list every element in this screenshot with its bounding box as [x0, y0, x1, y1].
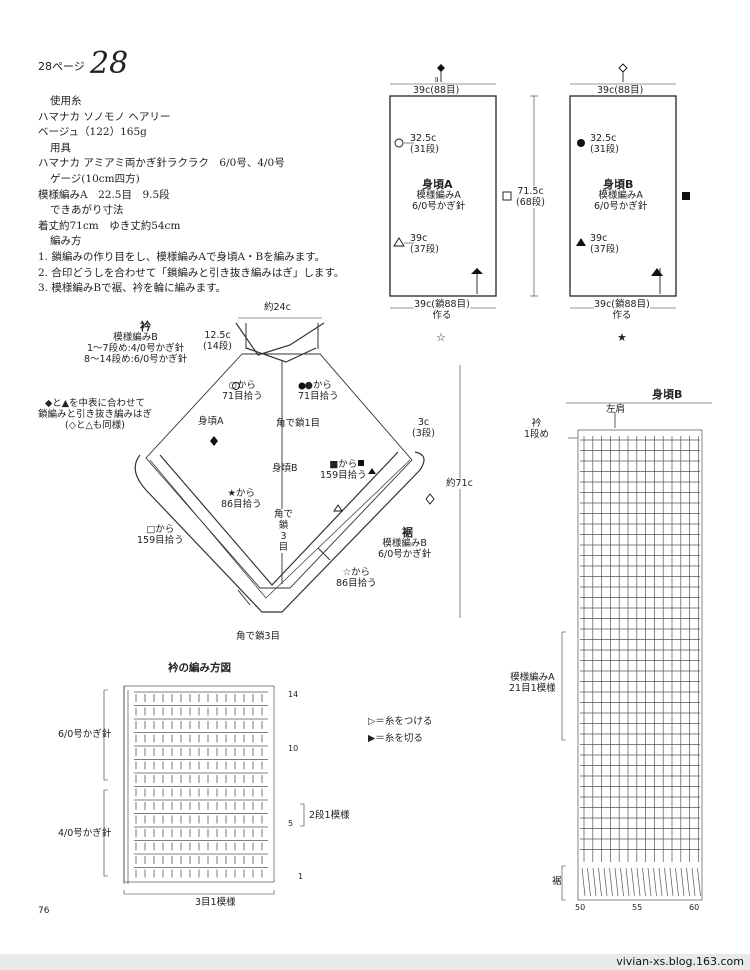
diamond-filled-icon — [437, 64, 445, 72]
cut-yarn-icon: ▶ — [368, 733, 376, 744]
triangle-filled-icon — [576, 238, 586, 246]
info-line: 用具 — [50, 141, 71, 154]
collar-row-label: 衿 1段め — [524, 418, 550, 440]
panel-a-bottom-mark: ☆ — [436, 331, 446, 344]
panel-a-bottom: 39c(鎖88目) 作る — [414, 299, 470, 321]
info-line: ハマナカ アミアミ両かぎ針ラクラク 6/0号、4/0号 — [38, 157, 285, 170]
total-length: 約71c — [446, 478, 473, 489]
dot-filled-icon — [577, 139, 585, 147]
pick-up-dot: ●から 71目拾う — [298, 380, 339, 402]
assembly-panel-b: 身頃B — [272, 463, 298, 474]
panel-a-lower-mark: 39c (37段) — [410, 233, 440, 255]
corner-top: 角で鎖1目 — [276, 418, 321, 429]
assembly-panel-a: 身頃A — [198, 416, 224, 427]
col-60: 60 — [689, 903, 700, 912]
info-line: できあがり寸法 — [50, 204, 124, 217]
pick-up-star-filled: ★から 86目拾う — [221, 488, 262, 510]
page-number: 76 — [38, 906, 50, 916]
attach-yarn-icon: ▷ — [368, 716, 376, 727]
panel-a-pattern: 模様編みA 6/0号かぎ針 — [412, 190, 466, 212]
info-line: 1. 鎖編みの作り目をし、模様編みAで身頃A・Bを編みます。 — [38, 250, 326, 263]
panel-b-outline — [569, 95, 677, 297]
collar-row-1: 1 — [298, 872, 304, 881]
pick-up-square-filled: ■から 159目拾う — [320, 459, 367, 481]
materials-instructions: 使用糸ハマナカ ソノモノ ヘアリーベージュ（122）165g 用具ハマナカ アミア… — [38, 94, 344, 297]
collar-hook-upper: 6/0号かぎ針 — [58, 729, 112, 740]
collar-stitch-grid — [134, 691, 268, 878]
info-line: 着丈約71cm ゆき丈約54cm — [38, 219, 181, 232]
panel-b-upper-mark: 32.5c (31段) — [590, 133, 620, 155]
pick-up-circle: ○から 71目拾う — [222, 380, 263, 402]
footer-url: vivian-xs.blog.163.com — [616, 955, 744, 968]
collar-row-10: 10 — [288, 744, 299, 753]
panel-b-pattern: 模様編みA 6/0号かぎ針 — [594, 190, 648, 212]
info-line: 使用糸 — [50, 95, 82, 107]
triangle-outline-icon — [393, 237, 405, 247]
hem-pattern: 模様編みB 6/0号かぎ針 — [378, 538, 432, 560]
body-b-stitch-grid — [580, 436, 701, 897]
panel-b-width: 39c(88目) — [597, 85, 644, 96]
info-line: 3. 模様編みBで裾、衿を輪に編みます。 — [38, 282, 227, 295]
panel-b-lower-mark: 39c (37段) — [590, 233, 620, 255]
legend-cut: ▶＝糸を切る — [368, 733, 423, 744]
body-b-chart-title: 身頃B — [652, 388, 683, 401]
panel-a-width: 39c(88目) — [413, 85, 460, 96]
page-ref: 28ページ — [38, 60, 85, 73]
collar-hook-lower: 4/0号かぎ針 — [58, 828, 112, 839]
pick-up-square: □から 159目拾う — [137, 524, 184, 546]
diamond-outline-icon — [618, 63, 628, 73]
join-note: ◆と▲を中表に合わせて 鎖編みと引き抜き編みはぎ (◇と△も同様) — [38, 398, 153, 431]
col-50: 50 — [575, 903, 586, 912]
square-filled-icon — [682, 192, 690, 200]
corner-bottom: 角で鎖3目 — [236, 631, 281, 642]
hem-depth: 3c (3段) — [412, 417, 435, 439]
panel-a-outline — [389, 95, 497, 297]
collar-row-14: 14 — [288, 690, 299, 699]
square-outline-icon — [502, 191, 512, 201]
panel-a-upper-mark: 32.5c (31段) — [410, 133, 440, 155]
panel-a-title: 身頃A — [422, 178, 453, 191]
collar-chart-title: 衿の編み方図 — [168, 662, 231, 674]
pattern-number: 28 — [90, 46, 129, 81]
collar-title: 衿 — [140, 320, 151, 333]
panel-a-eq: ॥ — [434, 75, 439, 84]
info-line: 模様編みA 22.5目 9.5段 — [38, 188, 170, 201]
info-line: ハマナカ ソノモノ ヘアリー — [38, 110, 171, 123]
info-line: ゲージ(10cm四方) — [50, 172, 140, 185]
collar-repeat-sts: 3目1模様 — [195, 897, 236, 908]
panel-b-bottom: 39c(鎖88目) 作る — [594, 299, 650, 321]
collar-repeat-rows: 2段1模様 — [309, 810, 350, 821]
panel-a-height: 71.5c (68段) — [516, 186, 546, 208]
info-line: 2. 合印どうしを合わせて「鎖編みと引き抜き編みはぎ」します。 — [38, 266, 345, 279]
collar-depth: 12.5c (14段) — [203, 330, 233, 352]
corner-mid: 角で 鎖 3 目 — [274, 509, 294, 553]
body-pattern-label: 模様編みA 21目1模様 — [509, 672, 556, 694]
info-line: 編み方 — [50, 235, 82, 248]
collar-pattern: 模様編みB 1〜7段め:4/0号かぎ針 8〜14段め:6/0号かぎ針 — [84, 332, 188, 365]
hem-title: 裾 — [402, 526, 413, 539]
pick-up-star: ☆から 86目拾う — [336, 567, 377, 589]
circle-outline-icon — [394, 138, 404, 148]
panel-b-title: 身頃B — [603, 178, 634, 191]
hem-label: 裾 — [552, 876, 562, 887]
panel-b-bottom-mark: ★ — [617, 331, 627, 344]
footer-bar: vivian-xs.blog.163.com — [0, 954, 750, 970]
shoulder-label: 左肩 — [606, 404, 626, 415]
col-55: 55 — [632, 903, 643, 912]
collar-row-5: 5 — [288, 819, 294, 828]
legend-attach: ▷＝糸をつける — [368, 716, 433, 727]
info-line: ベージュ（122）165g — [38, 126, 147, 139]
collar-width: 約24c — [264, 302, 291, 313]
